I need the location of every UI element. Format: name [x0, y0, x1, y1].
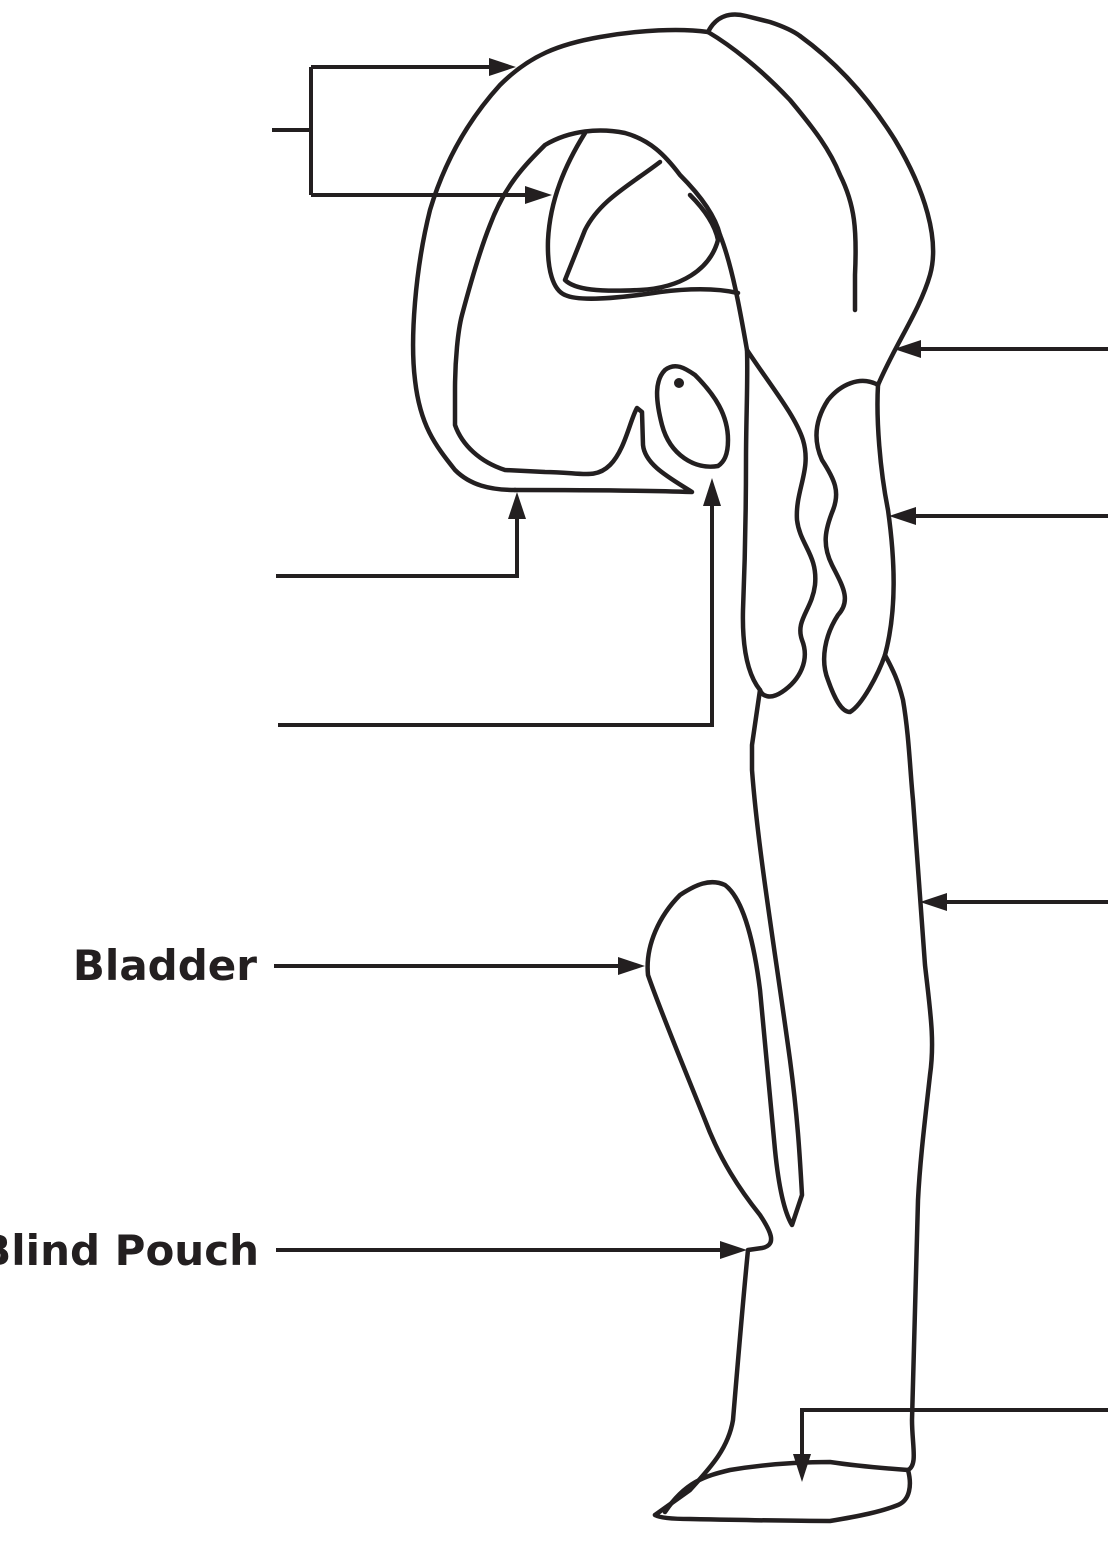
wavy-right-outline	[816, 381, 885, 712]
leader-bottom-foot	[802, 1410, 1108, 1455]
outer-arch-outline	[413, 30, 708, 490]
text-labels: Bladder Blind Pouch	[0, 941, 259, 1275]
arrow-blind-pouch	[720, 1241, 747, 1259]
oval-dot	[674, 378, 684, 388]
leader-inner-loop-base	[276, 518, 517, 576]
arrow-long-tract	[920, 893, 947, 911]
arrow-small-oval	[703, 478, 721, 506]
leader-small-oval	[278, 505, 712, 725]
arrow-bottom-foot	[793, 1454, 811, 1482]
upper-lobe-inner-outline	[565, 162, 718, 291]
right-tract-outline	[877, 385, 932, 1470]
arrow-inner-loop-base	[508, 492, 526, 519]
arrow-inner-lobe	[525, 186, 552, 204]
leader-lines	[272, 58, 1108, 1482]
small-oval-outline	[657, 366, 728, 466]
label-blind-pouch: Blind Pouch	[0, 1226, 259, 1275]
inner-body-outline	[455, 131, 720, 492]
label-bladder: Bladder	[73, 941, 257, 990]
bottom-foot-outline	[655, 1462, 910, 1521]
arrow-wavy-structure	[889, 507, 916, 525]
wavy-left-outline	[747, 350, 815, 696]
arrow-bladder	[618, 957, 645, 975]
organ-outlines	[413, 15, 933, 1521]
bracket-leader-top-left	[272, 67, 526, 195]
right-arch-outline	[800, 36, 933, 385]
top-knob-outline	[708, 15, 800, 36]
